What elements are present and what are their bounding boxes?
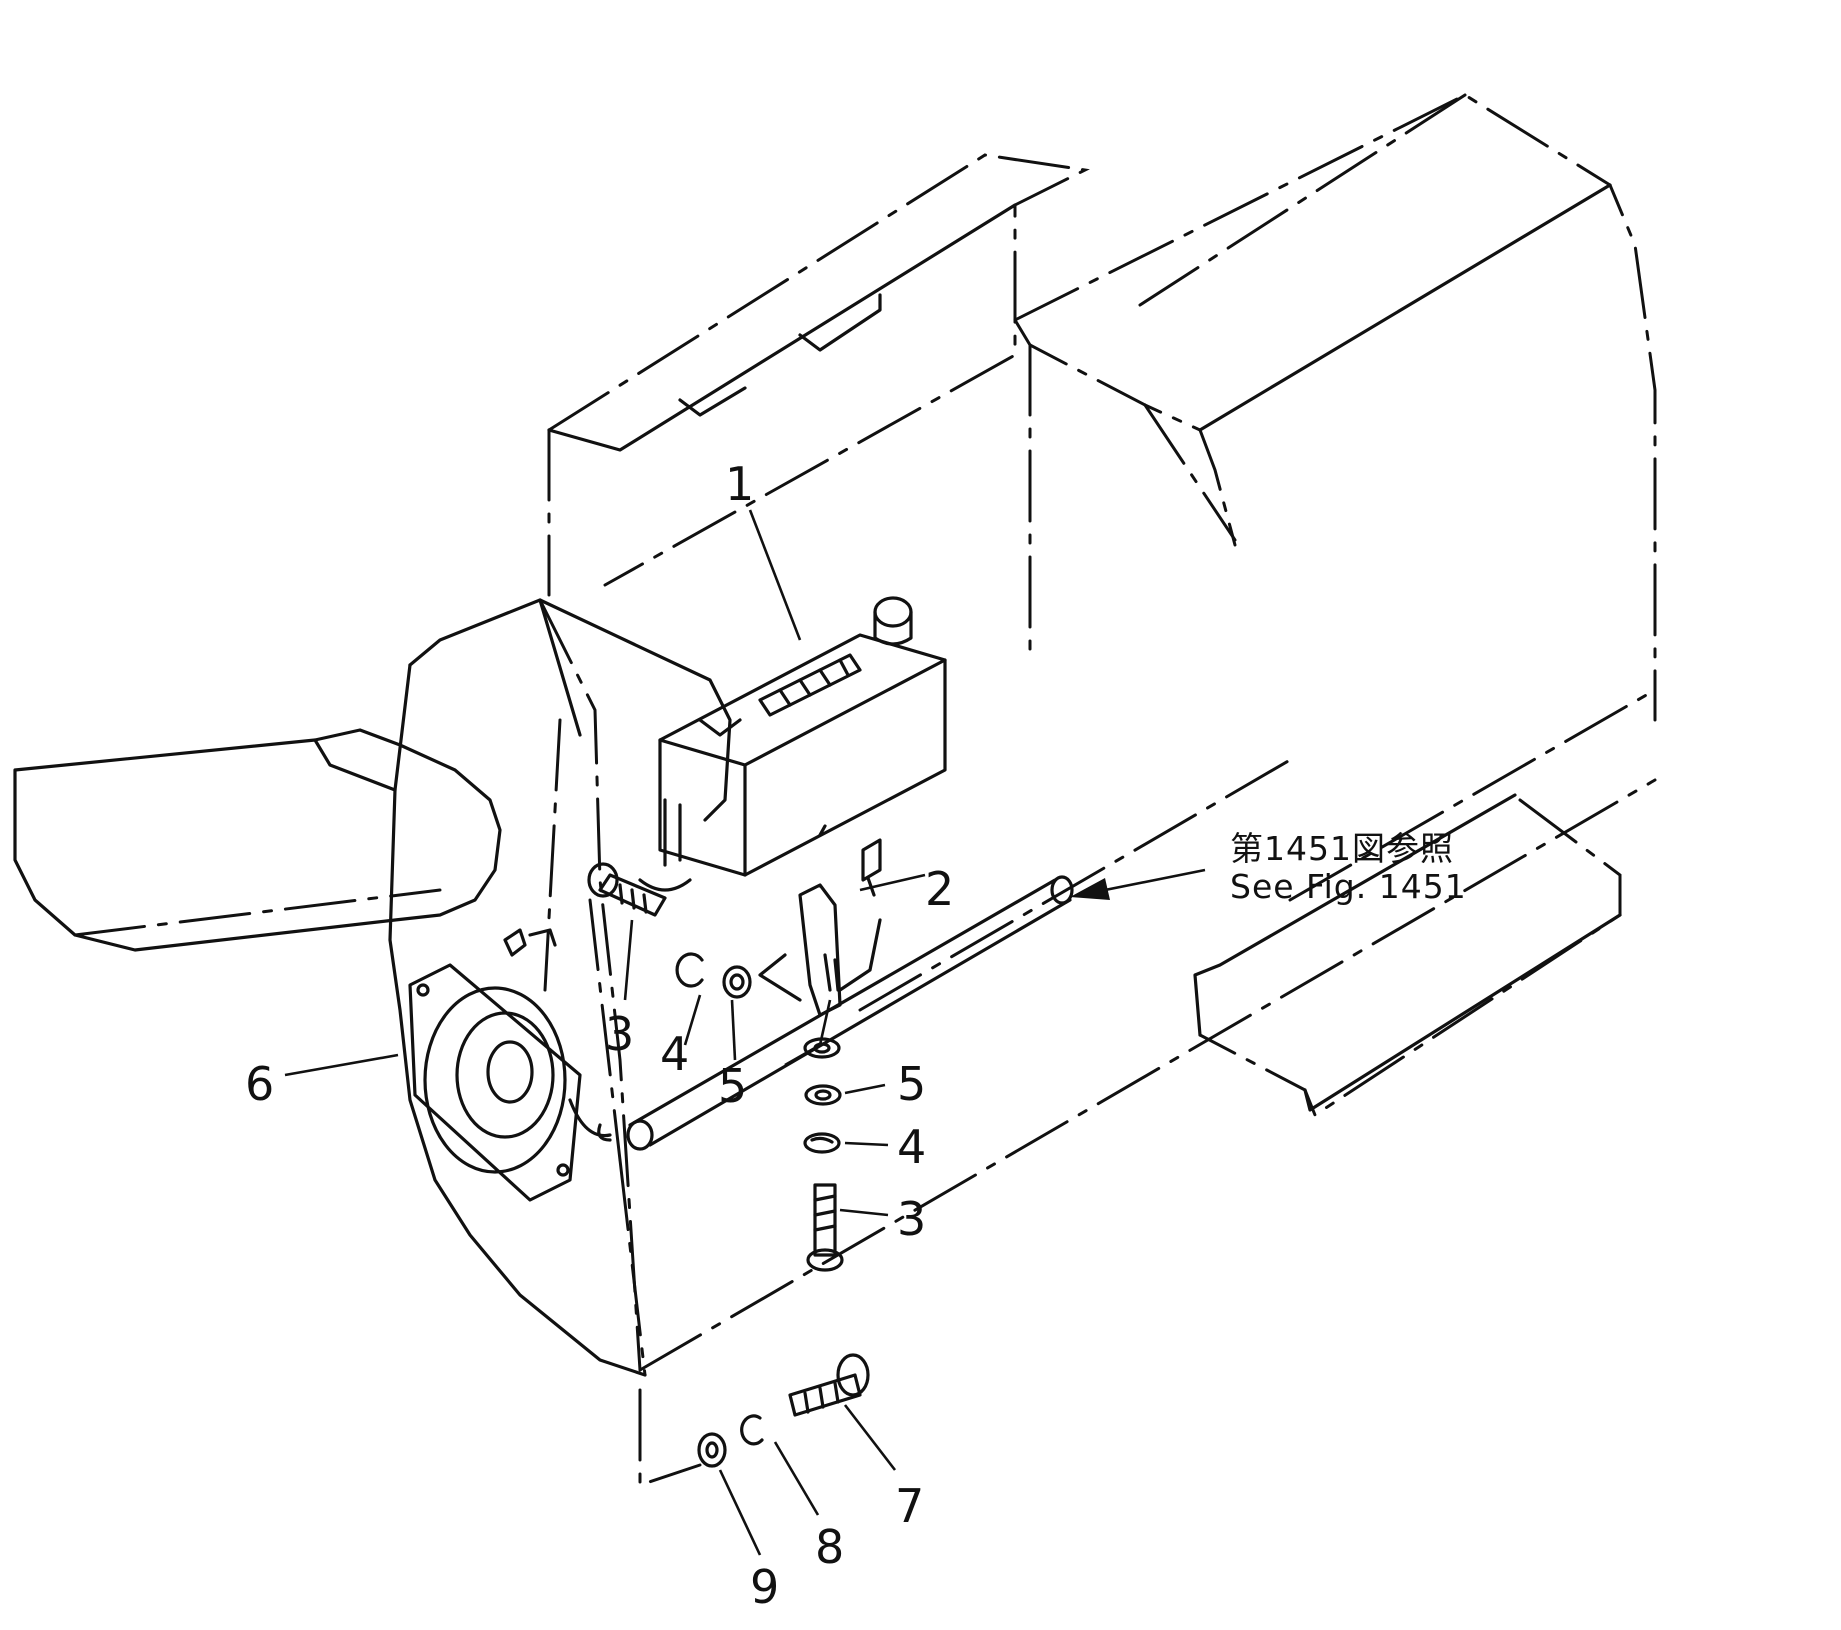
fasteners-upper-left [587, 862, 752, 999]
figure-reference: 第1451図参照 See Fig. 1451 [1230, 829, 1467, 906]
callout-4-upper: 4 [660, 1027, 689, 1081]
callout-8: 8 [815, 1520, 844, 1574]
machine-housing-outline [547, 93, 1657, 1372]
callout-3-upper: 3 [605, 1007, 634, 1061]
fasteners-bottom [697, 1353, 870, 1468]
leader-lines [284, 509, 1206, 1556]
callout-9: 9 [750, 1560, 779, 1614]
part-2-bracket [758, 824, 882, 1017]
part-1-control-box [638, 596, 947, 892]
callout-numbers: 1 2 3 4 5 5 4 3 6 7 8 9 [245, 457, 954, 1614]
callout-3-center: 3 [897, 1192, 926, 1246]
reference-en: See Fig. 1451 [1230, 867, 1467, 906]
callout-6: 6 [245, 1057, 274, 1111]
callout-1: 1 [725, 457, 754, 511]
callout-5-center: 5 [897, 1057, 926, 1111]
callout-2: 2 [925, 862, 954, 916]
fasteners-center [803, 1037, 844, 1272]
reference-jp: 第1451図参照 [1230, 829, 1454, 868]
callout-7: 7 [895, 1479, 924, 1533]
left-console-housing [13, 598, 732, 1488]
part-6-speaker [408, 928, 612, 1202]
callout-5-upper: 5 [718, 1059, 747, 1113]
callout-4-center: 4 [897, 1120, 926, 1174]
